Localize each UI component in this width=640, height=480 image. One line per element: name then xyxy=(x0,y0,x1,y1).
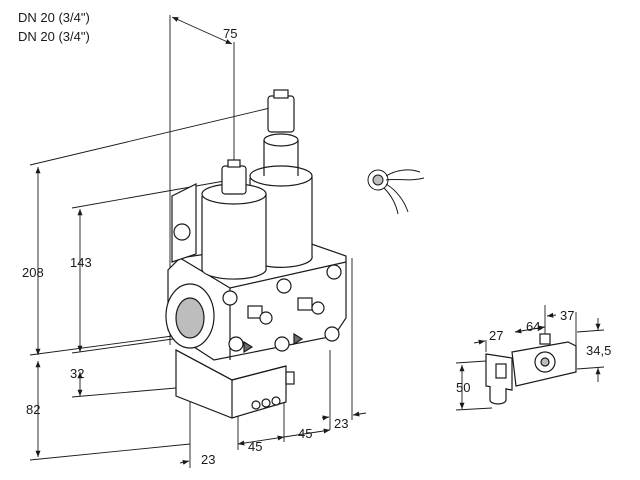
bolt-6 xyxy=(324,326,340,342)
dim-label-34-5: 34,5 xyxy=(586,343,612,358)
rear-connector xyxy=(267,95,295,133)
front-connector-cap xyxy=(227,159,241,168)
mounting-ear xyxy=(171,183,197,263)
housing-bolts xyxy=(222,264,342,352)
dim-label-50: 50 xyxy=(456,380,471,395)
extension-line-143-top xyxy=(71,179,231,209)
flow-arrow-2 xyxy=(293,332,304,346)
extension-line-34-5-bottom xyxy=(576,366,605,370)
base-port-3 xyxy=(271,396,281,406)
bolt-1 xyxy=(222,290,238,306)
plug-wire-3 xyxy=(385,183,409,213)
plug-wire-4 xyxy=(383,187,399,215)
extension-line-32-bottom xyxy=(71,387,177,398)
extension-line-82-bottom xyxy=(29,443,191,461)
fitting-2 xyxy=(259,311,273,325)
pressure-switch-drawing xyxy=(485,333,577,405)
base-plug xyxy=(285,371,295,385)
header-line-1: DN 20 (3/4") xyxy=(18,10,90,25)
dim-label-143: 143 xyxy=(70,255,92,270)
dim-label-75: 75 xyxy=(223,26,238,41)
dim-arrow-23-right-a xyxy=(321,415,330,421)
rear-solenoid-neck xyxy=(263,140,299,176)
dim-label-37: 37 xyxy=(560,308,575,323)
dim-label-23-right: 23 xyxy=(334,416,349,431)
header-line-2: DN 20 (3/4") xyxy=(18,29,90,44)
extension-line-50-bottom xyxy=(455,407,493,411)
front-connector xyxy=(221,165,247,195)
switch-dial-center xyxy=(540,357,550,367)
dim-line-75 xyxy=(171,16,233,45)
cable-plug-drawing xyxy=(367,169,425,215)
dim-line-64 xyxy=(514,325,546,334)
rear-connector-cap xyxy=(273,89,289,99)
extension-line-50-top xyxy=(455,360,487,364)
extension-line-34-5-top xyxy=(576,329,605,333)
dim-label-45-right: 45 xyxy=(298,426,313,441)
switch-top-knob xyxy=(539,333,551,345)
dim-label-27: 27 xyxy=(489,328,504,343)
rear-solenoid-neck-top xyxy=(263,133,299,147)
dim-label-45-left: 45 xyxy=(248,439,263,454)
bolt-4 xyxy=(274,336,290,352)
extension-line-208-top xyxy=(29,107,271,166)
dim-label-82: 82 xyxy=(26,402,41,417)
base-block-top-edge xyxy=(231,365,287,381)
dim-label-23-bottom: 23 xyxy=(201,452,216,467)
bolt-2 xyxy=(228,336,244,352)
dimension-lines xyxy=(29,15,605,468)
base-block xyxy=(175,348,287,419)
dim-arrow-23-bottom xyxy=(179,459,190,465)
switch-cable-gland xyxy=(489,386,507,405)
dim-line-45-left xyxy=(237,435,285,446)
fitting-3 xyxy=(297,297,313,311)
housing-fittings xyxy=(247,297,325,325)
dim-arrow-27 xyxy=(473,339,486,345)
base-port-1 xyxy=(251,400,261,410)
mounting-ear-hole xyxy=(173,223,191,241)
dim-arrow-23-right-b xyxy=(352,411,367,417)
dim-label-64: 64 xyxy=(526,319,541,334)
plug-wire-1 xyxy=(385,169,421,177)
dim-label-208: 208 xyxy=(22,265,44,280)
plug-wire-2 xyxy=(385,177,425,181)
fitting-1 xyxy=(247,305,263,319)
bolt-5 xyxy=(326,264,342,280)
inlet-bore xyxy=(175,297,205,339)
double-solenoid-valve-drawing xyxy=(165,89,347,419)
dim-line-45-right xyxy=(283,428,331,438)
flow-arrow-1 xyxy=(243,340,254,354)
switch-window xyxy=(495,363,507,379)
rear-solenoid-top xyxy=(249,165,313,187)
extension-line-208-bottom xyxy=(29,334,181,356)
plug-face xyxy=(372,174,384,186)
dim-arrow-37 xyxy=(546,312,557,318)
base-port-2 xyxy=(261,398,271,408)
fitting-4 xyxy=(311,301,325,315)
extension-line-143-bottom xyxy=(71,337,181,354)
bolt-3 xyxy=(276,278,292,294)
front-solenoid-coil xyxy=(201,194,267,280)
dim-label-32: 32 xyxy=(70,366,85,381)
